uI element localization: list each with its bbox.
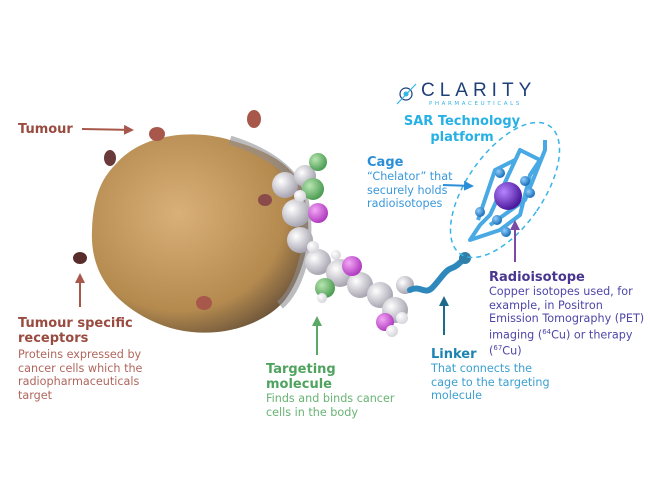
- cage-description: “Chelator” that securely holds radioisot…: [367, 170, 453, 210]
- isotope-67: 67: [493, 343, 503, 352]
- logo-subtitle: PHARMACEUTICALS: [429, 101, 522, 107]
- targeting-label: Targeting molecule Finds and binds cance…: [266, 362, 406, 419]
- tumour-title: Tumour: [18, 122, 73, 137]
- desc-part: Cu) or therapy (: [489, 328, 633, 358]
- radioisotope-label: Radioisotope Copper isotopes used, for e…: [489, 270, 649, 358]
- tumour-arrow: [81, 124, 134, 135]
- linker-chain: [407, 255, 468, 294]
- cage-arrow: [442, 180, 474, 191]
- linker-description: That connects the cage to the targeting …: [431, 362, 550, 402]
- radioisotope-description: Copper isotopes used, for example, in Po…: [489, 285, 649, 358]
- receptors-label: Tumour specific receptors Proteins expre…: [18, 316, 158, 402]
- linker-title: Linker: [431, 347, 477, 362]
- targeting-title: Targeting molecule: [266, 362, 336, 392]
- desc-part: Copper isotopes used, for example, in Po…: [489, 285, 645, 342]
- receptors-description: Proteins expressed by cancer cells which…: [18, 348, 143, 402]
- targeting-molecule: [272, 153, 414, 337]
- cage-label: Cage “Chelator” that securely holds radi…: [367, 155, 467, 211]
- platform-title: SAR Technology platform: [403, 114, 521, 145]
- clarity-logo-icon: [396, 83, 417, 105]
- cage-title: Cage: [367, 155, 404, 170]
- receptor-icons: [73, 110, 272, 310]
- targeting-description: Finds and binds cancer cells in the body: [266, 392, 395, 419]
- isotope-64: 64: [542, 327, 552, 336]
- receptors-title: Tumour specific receptors: [18, 316, 133, 346]
- logo-name: CLARITY: [421, 80, 537, 101]
- radioisotope-title: Radioisotope: [489, 270, 585, 285]
- desc-part: Cu): [502, 344, 522, 358]
- tumour-label: Tumour: [18, 122, 73, 137]
- linker-label: Linker That connects the cage to the tar…: [431, 347, 556, 403]
